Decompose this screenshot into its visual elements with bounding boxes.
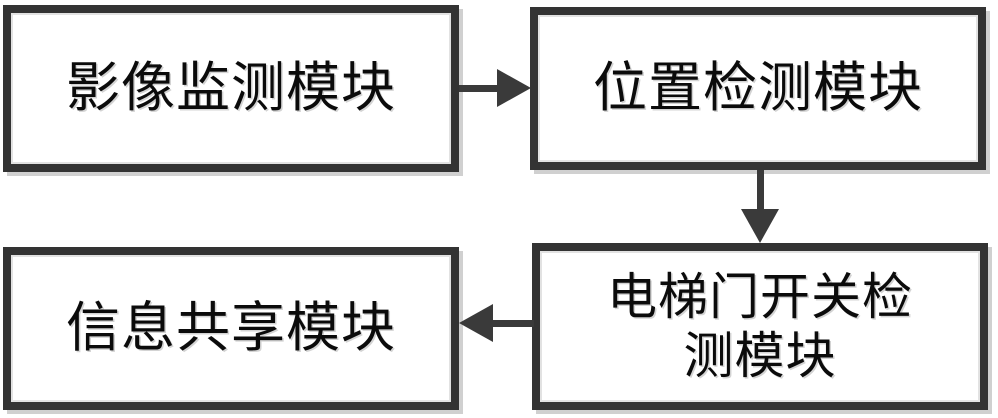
node-position-detection[interactable]: 位置检测模块 <box>530 7 986 170</box>
node-info-sharing-label: 信息共享模块 <box>66 296 396 360</box>
arrow-down-icon <box>741 209 779 243</box>
node-door-switch-detection-label: 电梯门开关检 测模块 <box>607 267 913 385</box>
node-image-monitoring-label: 影像监测模块 <box>66 56 396 120</box>
connector-line-horizontal <box>488 320 534 327</box>
node-position-detection-label: 位置检测模块 <box>593 56 923 120</box>
node-info-sharing[interactable]: 信息共享模块 <box>3 247 459 410</box>
node-door-switch-detection[interactable]: 电梯门开关检 测模块 <box>532 243 988 410</box>
connector-line-vertical <box>757 170 764 220</box>
node-image-monitoring[interactable]: 影像监测模块 <box>3 5 459 172</box>
connector-line-horizontal <box>459 85 523 92</box>
arrow-right-icon <box>497 69 531 107</box>
arrow-left-icon <box>459 304 493 342</box>
